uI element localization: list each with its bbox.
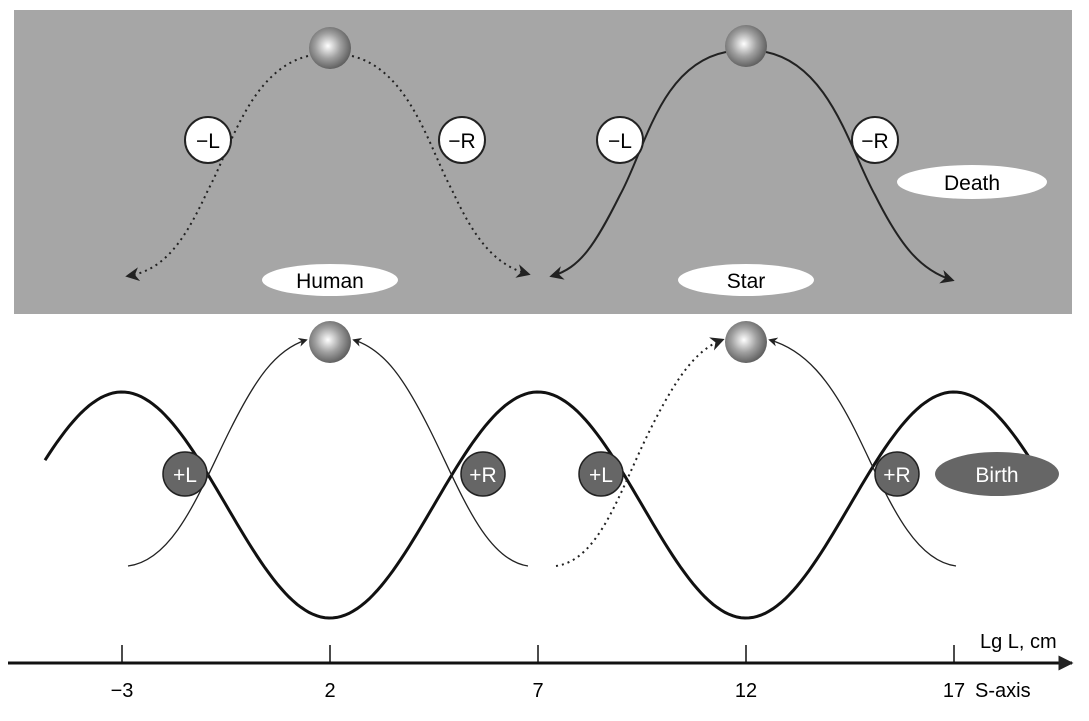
human-plus-r-marker: +R xyxy=(460,451,506,497)
axis-bottom-label: S-axis xyxy=(975,680,1031,702)
axis-tick-label: 2 xyxy=(324,680,335,702)
axis-tick-label: −3 xyxy=(111,680,134,702)
human-death-right-path xyxy=(351,55,531,278)
human-minus-r-marker: −R xyxy=(438,116,486,164)
human-death-left-path xyxy=(125,55,309,282)
svg-text:Star: Star xyxy=(727,270,766,293)
svg-text:Death: Death xyxy=(944,172,1000,195)
svg-text:Birth: Birth xyxy=(975,464,1018,487)
star-plus-l-marker: +L xyxy=(578,451,624,497)
star-death-left-path xyxy=(549,51,727,280)
star-minus-r-marker: −R xyxy=(851,116,899,164)
svg-text:+R: +R xyxy=(469,464,496,487)
human-birth-ball-icon xyxy=(309,321,351,363)
star-label: Star xyxy=(678,264,814,296)
svg-text:+L: +L xyxy=(589,464,613,487)
death-region xyxy=(14,10,1072,314)
star-death-ball-icon xyxy=(725,25,767,67)
birth-label: Birth xyxy=(935,452,1059,496)
death-label: Death xyxy=(897,165,1047,199)
axis-tick-label: 17 xyxy=(943,680,965,702)
svg-text:−R: −R xyxy=(861,130,888,153)
human-birth-left-path xyxy=(127,337,308,567)
axis-top-label: Lg L, cm xyxy=(980,631,1057,653)
star-birth-left-path xyxy=(555,337,725,567)
star-birth-right-path xyxy=(768,337,957,567)
human-death-ball-icon xyxy=(309,27,351,69)
human-birth-right-path xyxy=(352,337,529,567)
star-minus-l-marker: −L xyxy=(596,116,644,164)
svg-text:−L: −L xyxy=(196,130,220,153)
human-minus-l-marker: −L xyxy=(184,116,232,164)
svg-text:Human: Human xyxy=(296,270,364,293)
axis-tick-label: 7 xyxy=(532,680,543,702)
human-label: Human xyxy=(262,264,398,296)
svg-text:+L: +L xyxy=(173,464,197,487)
svg-text:−L: −L xyxy=(608,130,632,153)
potential-wave xyxy=(43,390,1039,620)
svg-text:+R: +R xyxy=(883,464,910,487)
star-birth-ball-icon xyxy=(725,321,767,363)
svg-text:−R: −R xyxy=(448,130,475,153)
star-death-right-path xyxy=(765,51,955,284)
axis-tick-label: 12 xyxy=(735,680,757,702)
human-plus-l-marker: +L xyxy=(162,451,208,497)
star-plus-r-marker: +R xyxy=(874,451,920,497)
